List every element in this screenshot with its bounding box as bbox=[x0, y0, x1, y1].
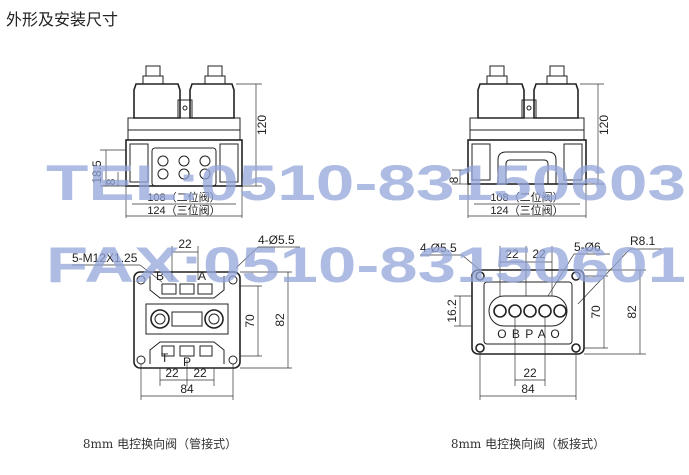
dim-22-a: 22 bbox=[505, 247, 519, 261]
port-labels: O B P A O bbox=[497, 327, 560, 341]
top-right-valve-view: 120 8 108（二位阀） 124（三位阀） bbox=[447, 65, 611, 218]
port-t-label: T bbox=[161, 351, 169, 365]
height-120-label: 120 bbox=[597, 115, 611, 135]
ports-6-label: 5-Ø6 bbox=[574, 240, 601, 254]
dim-8-label: 8 bbox=[104, 178, 118, 185]
dim-18-5-label: 18.5 bbox=[90, 160, 104, 184]
watermark-tel: TEL:0510-83150603 bbox=[46, 155, 686, 211]
holes-left-label: 4-Ø5.5 bbox=[420, 241, 457, 255]
radius-label: R8.1 bbox=[630, 234, 656, 248]
width-124-label: 124（三位阀） bbox=[147, 203, 220, 217]
thread-label: 5-M12X1.25 bbox=[72, 251, 138, 265]
watermark-fax: FAX:0510-83150601 bbox=[46, 237, 686, 293]
dim-22-b: 22 bbox=[193, 366, 207, 380]
dim-84: 84 bbox=[180, 382, 194, 396]
port-a-label: A bbox=[198, 269, 206, 283]
dim-70: 70 bbox=[243, 314, 257, 328]
port-b-label: B bbox=[156, 269, 164, 283]
width-124-label: 124（三位阀） bbox=[490, 203, 563, 217]
dim-22-b: 22 bbox=[532, 247, 546, 261]
dim-16-2: 16.2 bbox=[445, 299, 459, 323]
bottom-right-plate-mount-view: 4-Ø5.5 22 22 5-Ø6 R8.1 O B P A O bbox=[420, 234, 662, 400]
bottom-left-pipe-mount-view: 5-M12X1.25 22 4-Ø5.5 B bbox=[72, 233, 300, 400]
height-120-label: 120 bbox=[255, 115, 269, 135]
page-title: 外形及安装尺寸 bbox=[6, 10, 119, 29]
caption-right: 8mm 电控换向阀（板接式） bbox=[451, 436, 605, 451]
dim-82: 82 bbox=[625, 305, 639, 319]
width-108-label: 108（二位阀） bbox=[490, 190, 563, 204]
holes-label: 4-Ø5.5 bbox=[258, 233, 295, 247]
dim-84: 84 bbox=[521, 382, 535, 396]
caption-left: 8mm 电控换向阀（管接式） bbox=[83, 436, 237, 451]
dim-70: 70 bbox=[589, 305, 603, 319]
dim-22-a: 22 bbox=[165, 366, 179, 380]
dim-22: 22 bbox=[523, 366, 537, 380]
top-left-valve-view: 120 18.5 8 108（二位阀） 124（三位阀） bbox=[90, 65, 269, 218]
dim-82: 82 bbox=[273, 313, 287, 327]
width-108-label: 108（二位阀） bbox=[147, 190, 220, 204]
dim-8-label: 8 bbox=[447, 176, 461, 183]
dim-22-top: 22 bbox=[178, 237, 192, 251]
